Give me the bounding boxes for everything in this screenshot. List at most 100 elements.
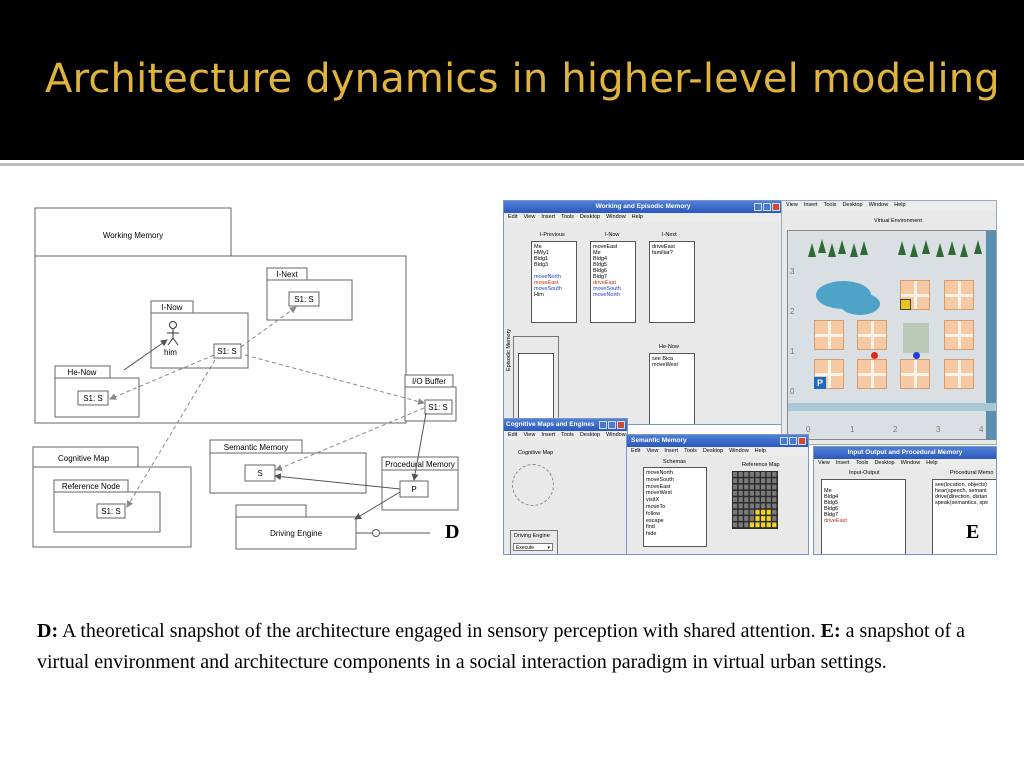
reference-map-cell — [749, 503, 754, 509]
panel-label-e: E — [966, 521, 980, 543]
road — [788, 403, 996, 411]
caption-e-text: a snapshot of a virtual environment and … — [37, 620, 966, 673]
him-label: him — [164, 348, 177, 357]
window-title: Semantic Memory — [627, 435, 808, 447]
reference-map-cell — [772, 497, 777, 502]
reference-map-cell — [733, 503, 738, 509]
reference-map-cell — [766, 497, 771, 502]
cognitive-map-label: Cognitive Map — [58, 454, 110, 463]
minimize-icon[interactable] — [599, 421, 607, 429]
svg-text:S1: S: S1: S — [428, 403, 448, 412]
panel-label-d: D — [445, 521, 460, 543]
driving-engine-label: Driving Engine — [270, 529, 323, 538]
reference-map-cell — [766, 478, 771, 484]
reference-map-cell — [755, 516, 760, 521]
maximize-icon[interactable] — [608, 421, 616, 429]
cognitive-map-ring — [512, 464, 554, 506]
reference-map-cell — [738, 478, 743, 484]
reference-map-cell — [733, 497, 738, 502]
architecture-diagram: Working Memory I-Next S1: S I-Now him S1… — [32, 207, 459, 550]
reference-map-cell — [738, 497, 743, 502]
reference-map-cell — [766, 484, 771, 490]
reference-map-cell — [772, 478, 777, 484]
reference-map-cell — [738, 503, 743, 509]
svg-text:S: S — [257, 469, 262, 478]
minimize-icon[interactable] — [780, 437, 788, 445]
reference-map-cell — [766, 490, 771, 496]
close-icon[interactable] — [798, 437, 806, 445]
slide-title: Architecture dynamics in higher-level mo… — [45, 56, 1000, 102]
reference-map-cell — [738, 522, 743, 528]
reference-map-cell — [733, 478, 738, 484]
reference-map-cell — [755, 490, 760, 496]
reference-map-cell — [755, 509, 760, 515]
caption-d-label: D: — [37, 620, 59, 642]
pond — [840, 293, 880, 315]
reference-map-cell — [761, 490, 766, 496]
reference-map-cell — [744, 516, 749, 521]
driving-engine-group — [510, 530, 558, 554]
svg-text:S1: S: S1: S — [217, 347, 237, 356]
close-icon[interactable] — [617, 421, 625, 429]
reference-map-cell — [761, 472, 766, 477]
semantic-memory-label: Semantic Memory — [224, 443, 288, 452]
reference-map-cell — [749, 497, 754, 502]
reference-map-cell — [749, 484, 754, 490]
reference-map-cell — [761, 484, 766, 490]
he-now-label: He-Now — [68, 368, 97, 377]
svg-text:S1: S: S1: S — [101, 507, 121, 516]
io-buffer-label: I/O Buffer — [412, 377, 446, 386]
reference-map-cell — [749, 516, 754, 521]
virtual-environment-map[interactable]: P 3 2 1 0 0 1 2 3 4 — [787, 230, 996, 440]
minimize-icon[interactable] — [754, 203, 762, 211]
reference-map-cell — [733, 509, 738, 515]
engine-select[interactable]: Execute▾ — [513, 543, 553, 551]
reference-map-cell — [761, 522, 766, 528]
procedural-list[interactable]: see(location, objects)hear(speech, seman… — [932, 479, 996, 554]
reference-node-label: Reference Node — [62, 482, 121, 491]
reference-map-cell — [733, 490, 738, 496]
reference-map-grid[interactable] — [732, 471, 778, 529]
reference-map-cell — [738, 472, 743, 477]
reference-map-cell — [744, 484, 749, 490]
reference-map-cell — [766, 509, 771, 515]
reference-map-cell — [766, 522, 771, 528]
maximize-icon[interactable] — [763, 203, 771, 211]
reference-map-cell — [766, 516, 771, 521]
title-bar: Architecture dynamics in higher-level mo… — [0, 0, 1024, 160]
sign-icon — [900, 299, 911, 310]
reference-map-cell — [761, 516, 766, 521]
caption-e-label: E: — [820, 620, 841, 642]
window-title: Cognitive Maps and Engines — [504, 419, 627, 431]
semantic-memory-box — [209, 452, 367, 494]
svg-text:S1: S: S1: S — [83, 394, 103, 403]
reference-map-cell — [772, 516, 777, 521]
maximize-icon[interactable] — [789, 437, 797, 445]
procedural-memory-label: Procedural Memory — [385, 460, 455, 469]
reference-map-cell — [738, 516, 743, 521]
reference-map-cell — [744, 472, 749, 477]
agent-red-marker — [871, 352, 878, 359]
reference-map-cell — [744, 509, 749, 515]
reference-map-cell — [755, 497, 760, 502]
reference-map-cell — [744, 522, 749, 528]
i-now-label: I-Now — [162, 303, 183, 312]
episodic-memory-frame — [513, 336, 559, 424]
close-icon[interactable] — [772, 203, 780, 211]
reference-map-cell — [738, 509, 743, 515]
episodic-memory-list[interactable] — [518, 353, 554, 424]
reference-map-cell — [749, 490, 754, 496]
i-next-label: I-Next — [276, 270, 298, 279]
reference-map-cell — [738, 484, 743, 490]
